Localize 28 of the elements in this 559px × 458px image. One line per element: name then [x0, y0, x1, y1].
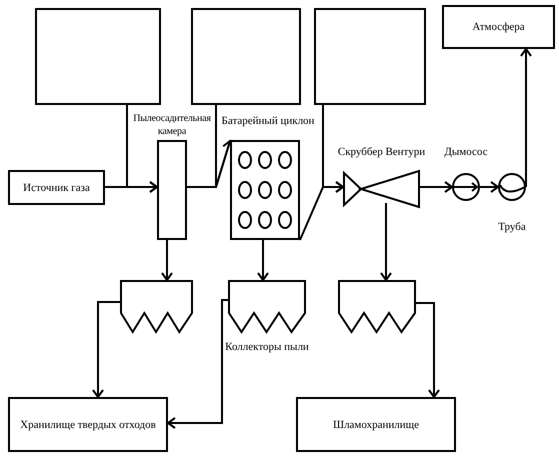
- process-box: Хранилище твердых отходов: [8, 397, 168, 452]
- hopper: [120, 280, 193, 333]
- node-label: Скруббер Вентури: [336, 146, 426, 160]
- node-label: Труба: [497, 221, 527, 235]
- empty-box: [35, 8, 161, 105]
- empty-box: [191, 8, 301, 105]
- process-box: Шламохранилище: [296, 397, 456, 452]
- process-box: Источник газа: [8, 170, 105, 205]
- empty-box: [314, 8, 426, 105]
- node-label: Дымосос: [443, 146, 489, 160]
- arrow: [167, 299, 228, 429]
- node-label: Пылеосадительная камера: [132, 112, 212, 138]
- arrow: [416, 302, 440, 398]
- arrow: [126, 105, 158, 193]
- hopper: [338, 280, 416, 333]
- node-label: Батарейный циклон: [220, 115, 316, 129]
- arrow: [380, 203, 392, 281]
- arrow: [161, 240, 173, 281]
- connector-line: [215, 105, 231, 188]
- arrow: [322, 105, 344, 193]
- arrow: [257, 240, 269, 281]
- arrow: [92, 301, 120, 398]
- arrow: [420, 181, 453, 193]
- process-box: Атмосфера: [442, 5, 555, 49]
- arrow: [520, 48, 532, 187]
- hopper: [228, 280, 306, 333]
- arrow: [480, 181, 499, 193]
- group-label: Коллекторы пыли: [224, 341, 310, 355]
